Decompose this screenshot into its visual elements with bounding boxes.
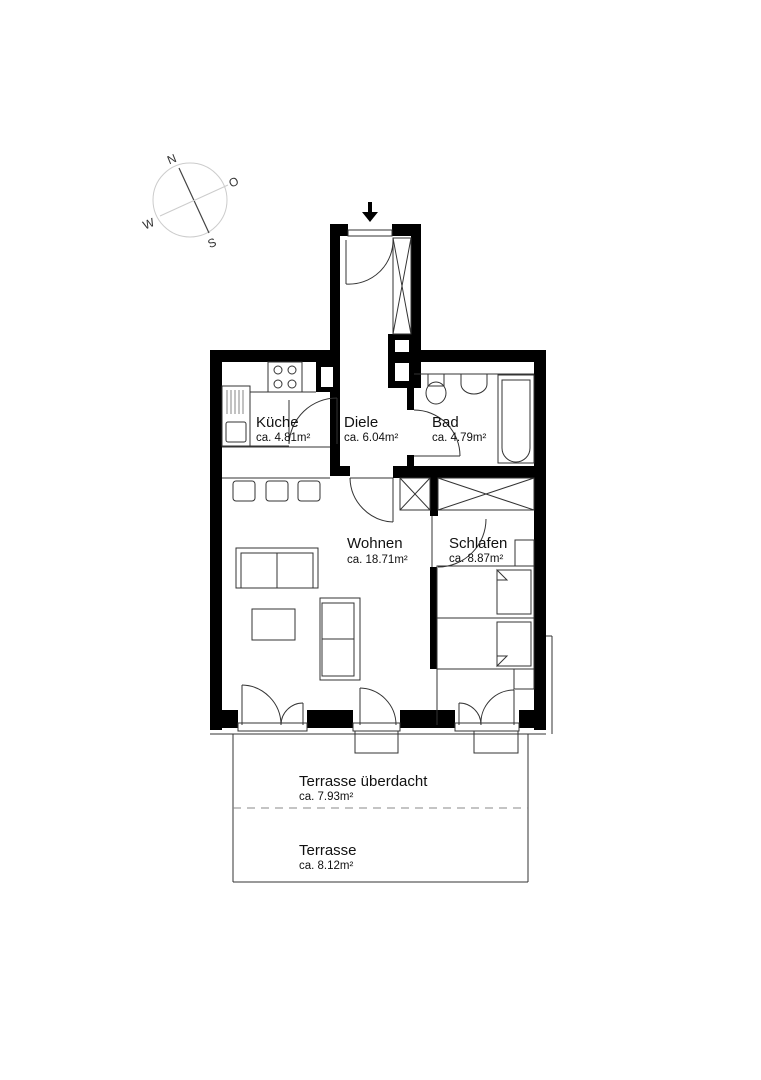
room-area-terrasse-ueberdacht: ca. 7.93m² [299, 791, 353, 803]
compass: N O S W [141, 151, 241, 251]
compass-west: W [141, 215, 157, 232]
room-name-kueche: Küche [256, 414, 299, 431]
room-labels: Küche ca. 4.81m² Diele ca. 6.04m² Bad ca… [256, 414, 507, 872]
room-area-terrasse: ca. 8.12m² [299, 860, 353, 872]
room-name-wohnen: Wohnen [347, 535, 403, 552]
room-name-terrasse-ueberdacht: Terrasse überdacht [299, 773, 428, 790]
room-name-bad: Bad [432, 414, 459, 431]
bath-furniture [414, 373, 535, 464]
room-name-schlafen: Schlafen [449, 535, 507, 552]
bedroom-furniture [436, 477, 535, 725]
compass-south: S [206, 235, 219, 251]
terrace [232, 734, 529, 883]
room-name-terrasse: Terrasse [299, 842, 357, 859]
room-area-bad: ca. 4.79m² [432, 432, 486, 444]
compass-north: N [165, 151, 178, 167]
room-area-schlafen: ca. 8.87m² [449, 553, 503, 565]
compass-east: O [227, 174, 241, 190]
room-area-diele: ca. 6.04m² [344, 432, 398, 444]
doors-windows [210, 229, 553, 754]
room-area-kueche: ca. 4.81m² [256, 432, 310, 444]
entrance-arrow-icon [362, 202, 378, 222]
living-furniture [222, 477, 431, 681]
kitchen-furniture [221, 361, 330, 448]
room-name-diele: Diele [344, 414, 378, 431]
walls [210, 224, 546, 730]
room-area-wohnen: ca. 18.71m² [347, 554, 408, 566]
